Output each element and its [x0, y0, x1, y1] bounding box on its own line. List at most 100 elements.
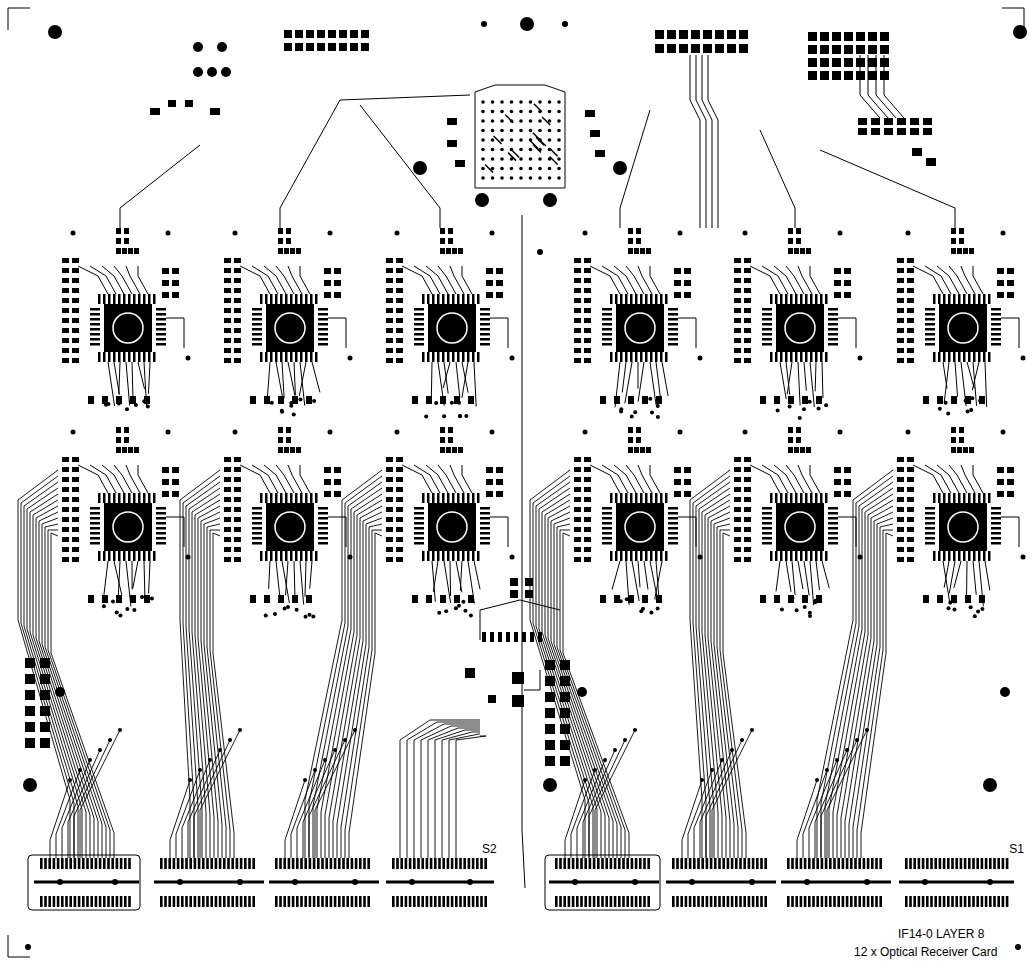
trace — [426, 465, 448, 493]
trace — [944, 362, 949, 402]
pad — [111, 896, 114, 907]
via — [650, 411, 654, 415]
pad — [414, 333, 424, 336]
pad — [584, 318, 591, 323]
pad — [602, 323, 612, 326]
pad — [434, 896, 437, 907]
pad — [250, 396, 256, 404]
pad — [153, 551, 156, 561]
pad — [744, 457, 751, 462]
pad — [701, 858, 704, 869]
via — [689, 879, 695, 885]
trace — [776, 561, 780, 591]
pad — [275, 493, 278, 503]
pad — [846, 858, 849, 869]
via — [616, 595, 620, 599]
pad — [880, 45, 889, 54]
pad — [610, 551, 613, 561]
pad — [355, 858, 358, 869]
pad — [926, 158, 936, 166]
pad — [72, 258, 79, 263]
pad — [829, 896, 832, 907]
pad — [315, 294, 318, 304]
pad — [128, 447, 133, 453]
trace — [860, 55, 880, 118]
trace — [522, 215, 525, 888]
pad — [815, 294, 818, 304]
pad — [858, 128, 867, 135]
pad — [744, 258, 751, 263]
via — [804, 879, 810, 885]
pad — [897, 308, 904, 313]
pad — [647, 858, 650, 869]
via — [656, 597, 660, 601]
pad — [636, 427, 641, 433]
pad — [963, 551, 966, 561]
pad — [574, 487, 581, 492]
pad — [413, 896, 416, 907]
via — [1001, 231, 1006, 236]
trace — [760, 130, 795, 228]
trace — [810, 465, 820, 493]
pad — [635, 896, 638, 907]
pad — [318, 323, 328, 326]
pad — [923, 396, 929, 404]
pad — [584, 537, 591, 542]
pad — [805, 493, 808, 503]
pad — [432, 294, 435, 304]
pad — [234, 338, 241, 343]
pad — [639, 896, 642, 907]
pad — [72, 467, 79, 472]
pad — [842, 858, 845, 869]
pad — [828, 537, 838, 540]
pad — [828, 532, 838, 535]
pad — [252, 313, 262, 316]
pad — [342, 858, 345, 869]
pad — [991, 333, 1001, 336]
trace — [80, 730, 120, 858]
pad — [925, 333, 935, 336]
via — [71, 430, 76, 435]
pad — [837, 858, 840, 869]
pad — [572, 896, 575, 907]
pad — [315, 352, 318, 362]
pad — [455, 858, 458, 869]
pad — [668, 522, 678, 525]
pad — [875, 858, 878, 869]
pad — [275, 294, 278, 304]
via — [395, 231, 400, 236]
via — [117, 317, 139, 339]
pad — [202, 858, 205, 869]
trace — [305, 561, 307, 597]
pad — [153, 294, 156, 304]
pad — [318, 507, 328, 510]
via — [629, 317, 651, 339]
pad — [290, 352, 293, 362]
pad — [414, 542, 424, 545]
pad — [660, 493, 663, 503]
pad — [584, 338, 591, 343]
via — [441, 317, 463, 339]
pad — [963, 294, 966, 304]
pad — [918, 896, 921, 907]
pad — [897, 537, 904, 542]
trace — [868, 55, 888, 118]
pad — [122, 447, 127, 453]
receiver-package — [104, 503, 152, 551]
pad — [396, 557, 403, 562]
pad — [153, 493, 156, 503]
pad — [844, 268, 851, 274]
pad — [923, 118, 932, 125]
pad — [997, 479, 1004, 485]
pad — [787, 858, 790, 869]
pad — [234, 557, 241, 562]
via — [964, 399, 968, 403]
pad — [280, 352, 283, 362]
pad — [224, 557, 231, 562]
pad — [620, 352, 623, 362]
pad — [113, 551, 116, 561]
via — [824, 403, 828, 407]
pad — [991, 323, 1001, 326]
trace — [280, 100, 340, 228]
pad — [934, 896, 937, 907]
